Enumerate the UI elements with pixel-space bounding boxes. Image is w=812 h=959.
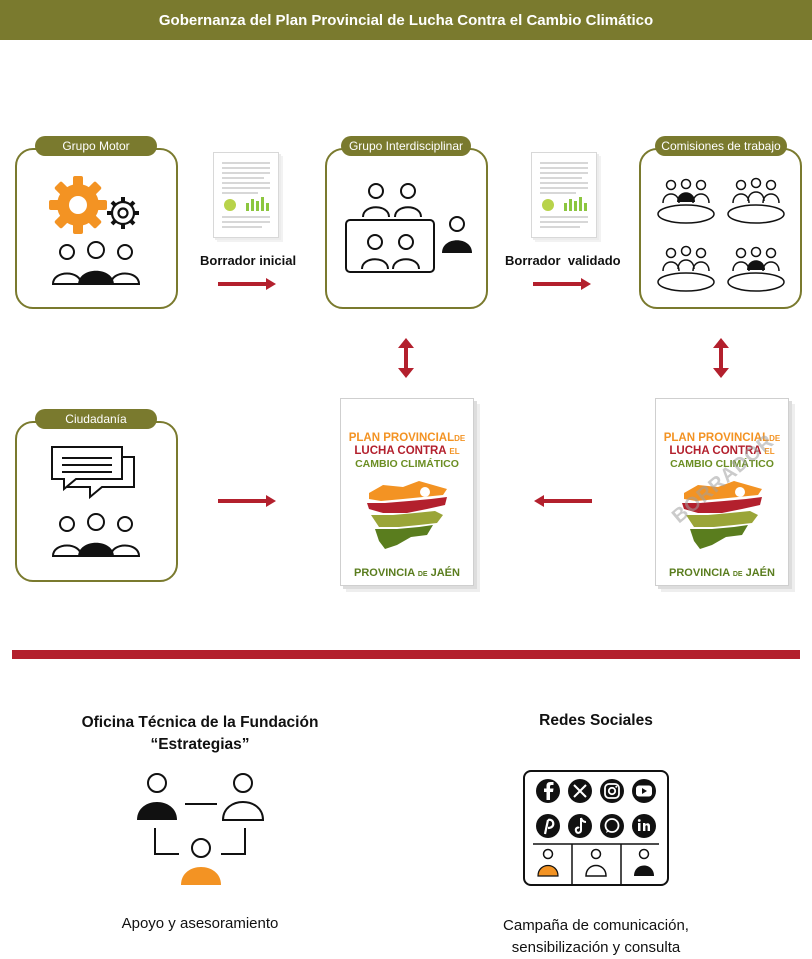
arrow-right-3 xyxy=(218,495,276,507)
double-arrow-1 xyxy=(398,338,414,378)
poster2-line2-el: EL xyxy=(764,447,775,456)
plan-poster-borrador: PLAN PROVINCIALDE LUCHA CONTRA EL CAMBIO… xyxy=(655,398,789,586)
arrow-left-1 xyxy=(534,495,592,507)
meeting-table-icon xyxy=(345,183,472,273)
social-icons-grid xyxy=(533,779,659,886)
ciudadania-tab: Ciudadanía xyxy=(35,409,157,429)
grupo-interdisciplinar-tab: Grupo Interdisciplinar xyxy=(341,136,471,156)
document-icon-1 xyxy=(213,152,279,238)
borrador-validado-label: Borrador validado xyxy=(505,253,621,268)
poster-footer-de: DE xyxy=(417,571,428,578)
grupo-motor-tab: Grupo Motor xyxy=(35,136,157,156)
ciudadania-label: Ciudadanía xyxy=(65,412,127,426)
poster2-line1: PLAN PROVINCIAL xyxy=(663,432,770,444)
comisiones-label: Comisiones de trabajo xyxy=(661,139,781,153)
grupo-motor-label: Grupo Motor xyxy=(62,139,130,153)
poster-line1-de: DE xyxy=(454,434,466,443)
oficina-caption: Apoyo y asesoramiento xyxy=(121,915,279,932)
arrow-right-2 xyxy=(533,278,591,290)
poster2-footer-provincia: PROVINCIA xyxy=(669,567,730,579)
oficina-title-line1: Oficina Técnica de la Fundación xyxy=(81,714,319,731)
page-header: Gobernanza del Plan Provincial de Lucha … xyxy=(0,0,812,40)
poster-line3: CAMBIO CLIMÁTICO xyxy=(355,458,459,470)
arrow-right-1 xyxy=(218,278,276,290)
poster-footer-jaen: JAÉN xyxy=(430,567,460,579)
oficina-title-line2: “Estrategias” xyxy=(150,736,250,753)
poster2-line3: CAMBIO CLIMÁTICO xyxy=(670,458,774,470)
redes-caption-line1: Campaña de comunicación, xyxy=(503,917,689,934)
section-divider xyxy=(12,650,800,659)
jaen-map-icon xyxy=(367,481,447,549)
team-network-icon xyxy=(137,773,265,885)
page-title: Gobernanza del Plan Provincial de Lucha … xyxy=(158,11,654,29)
poster-line1: PLAN PROVINCIAL xyxy=(348,432,455,444)
double-arrow-2 xyxy=(713,338,729,378)
chat-bubbles-icon xyxy=(51,446,135,500)
gears-icon xyxy=(49,176,139,234)
comisiones-tab: Comisiones de trabajo xyxy=(655,136,787,156)
citizens-icon xyxy=(51,513,141,557)
work-groups-icon xyxy=(657,177,785,292)
poster2-line1-de: DE xyxy=(769,434,781,443)
oficina-title: Oficina Técnica de la Fundación “Estrate… xyxy=(60,712,340,756)
social-panel xyxy=(523,770,669,886)
grupo-interdisciplinar-label: Grupo Interdisciplinar xyxy=(348,139,464,153)
redes-title: Redes Sociales xyxy=(539,712,653,729)
people-group-icon xyxy=(51,241,141,285)
document-icon-2 xyxy=(531,152,597,238)
jaen-map-icon-2 xyxy=(682,481,762,549)
poster2-line2: LUCHA CONTRA xyxy=(669,445,762,457)
poster2-footer-jaen: JAÉN xyxy=(745,567,775,579)
poster-line2: LUCHA CONTRA xyxy=(354,445,447,457)
borrador-inicial-label: Borrador inicial xyxy=(200,253,297,268)
poster2-footer-de: DE xyxy=(732,571,743,578)
redes-caption-line2: sensibilización y consulta xyxy=(511,939,681,956)
poster-line2-el: EL xyxy=(449,447,460,456)
redes-caption: Campaña de comunicación, sensibilización… xyxy=(456,915,736,959)
plan-poster-final: PLAN PROVINCIALDE LUCHA CONTRA EL CAMBIO… xyxy=(340,398,474,586)
poster-footer-provincia: PROVINCIA xyxy=(354,567,415,579)
